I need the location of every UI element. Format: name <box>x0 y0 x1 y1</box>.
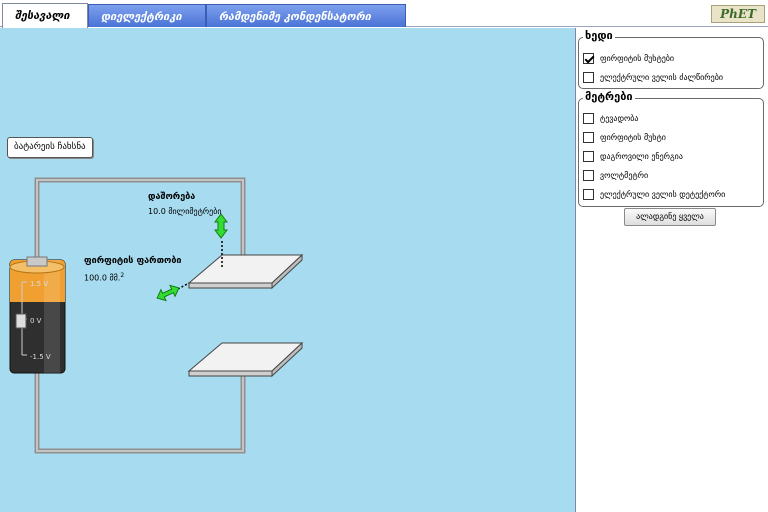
checkbox-plate-charge[interactable]: ფირფიტის მუხტი <box>583 130 666 144</box>
bottom-wire <box>34 373 246 454</box>
view-group-title: ხედი <box>583 29 615 42</box>
checkbox-label: ელექტრული ველის დეტექტორი <box>600 189 726 199</box>
plate-area-value: 100.0 მმ.2 <box>84 272 125 283</box>
area-guide <box>177 282 190 290</box>
battery[interactable] <box>9 256 66 374</box>
checkbox-unchecked-icon[interactable] <box>583 169 594 181</box>
reset-all-button[interactable]: ალადგინე ყველა <box>624 208 716 226</box>
remove-battery-button[interactable]: ბატარეის ჩახსნა <box>7 137 93 158</box>
top-plate[interactable] <box>187 253 304 290</box>
bottom-plate[interactable] <box>187 341 304 378</box>
tab-dielectric[interactable]: დიელექტრიკი <box>88 4 206 27</box>
play-area: ბატარეის ჩახსნა დაშორება 10.0 მილიმეტრებ… <box>0 28 575 512</box>
checkbox-unchecked-icon[interactable] <box>583 112 594 124</box>
separation-value: 10.0 მილიმეტრები <box>148 207 222 216</box>
checkbox-unchecked-icon[interactable] <box>583 71 594 83</box>
circuit-diagram <box>9 177 304 454</box>
battery-voltage-slider[interactable] <box>15 313 27 329</box>
checkbox-field-lines[interactable]: ელექტრული ველის ძალწირები <box>583 70 723 84</box>
battery-bottom-voltage: -1.5 V <box>30 353 51 361</box>
tab-introduction[interactable]: შესავალი <box>2 3 88 28</box>
checkbox-label: ფირფიტის მუხტი <box>600 132 666 142</box>
plate-area-title: ფირფიტის ფართობი <box>84 256 182 266</box>
checkbox-voltmeter[interactable]: ვოლტმეტრი <box>583 168 648 182</box>
checkbox-label: ფირფიტის მუხტები <box>600 53 675 63</box>
meters-group: მეტრები ტევადობა ფირფიტის მუხტი დაგროვილ… <box>578 90 764 207</box>
tab-bar: შესავალი დიელექტრიკი რამდენიმე კონდენსატ… <box>0 0 768 28</box>
checkbox-label: დაგროვილი ენერგია <box>600 151 683 161</box>
phet-logo: PhET <box>711 5 765 23</box>
checkbox-label: ვოლტმეტრი <box>600 170 649 180</box>
plate-area-arrow-icon[interactable] <box>155 282 182 303</box>
battery-top-voltage: 1.5 V <box>30 280 49 288</box>
checkbox-field-detector[interactable]: ელექტრული ველის დეტექტორი <box>583 187 725 201</box>
tab-multiple-capacitors[interactable]: რამდენიმე კონდენსატორი <box>206 4 406 27</box>
checkbox-plate-charges[interactable]: ფირფიტის მუხტები <box>583 51 674 65</box>
battery-zero-voltage: 0 V <box>30 317 42 325</box>
checkbox-label: ტევადობა <box>600 113 639 123</box>
control-panel: ხედი ფირფიტის მუხტები ელექტრული ველის ძა… <box>575 28 768 512</box>
meters-group-title: მეტრები <box>583 90 635 103</box>
checkbox-unchecked-icon[interactable] <box>583 188 594 200</box>
checkbox-stored-energy[interactable]: დაგროვილი ენერგია <box>583 149 683 163</box>
separation-title: დაშორება <box>148 192 196 202</box>
checkbox-label: ელექტრული ველის ძალწირები <box>600 72 724 82</box>
checkbox-checked-icon[interactable] <box>583 52 594 64</box>
checkbox-unchecked-icon[interactable] <box>583 131 594 143</box>
separation-arrow-icon[interactable] <box>214 213 228 239</box>
checkbox-capacitance[interactable]: ტევადობა <box>583 111 639 125</box>
checkbox-unchecked-icon[interactable] <box>583 150 594 162</box>
view-group: ხედი ფირფიტის მუხტები ელექტრული ველის ძა… <box>578 29 764 89</box>
